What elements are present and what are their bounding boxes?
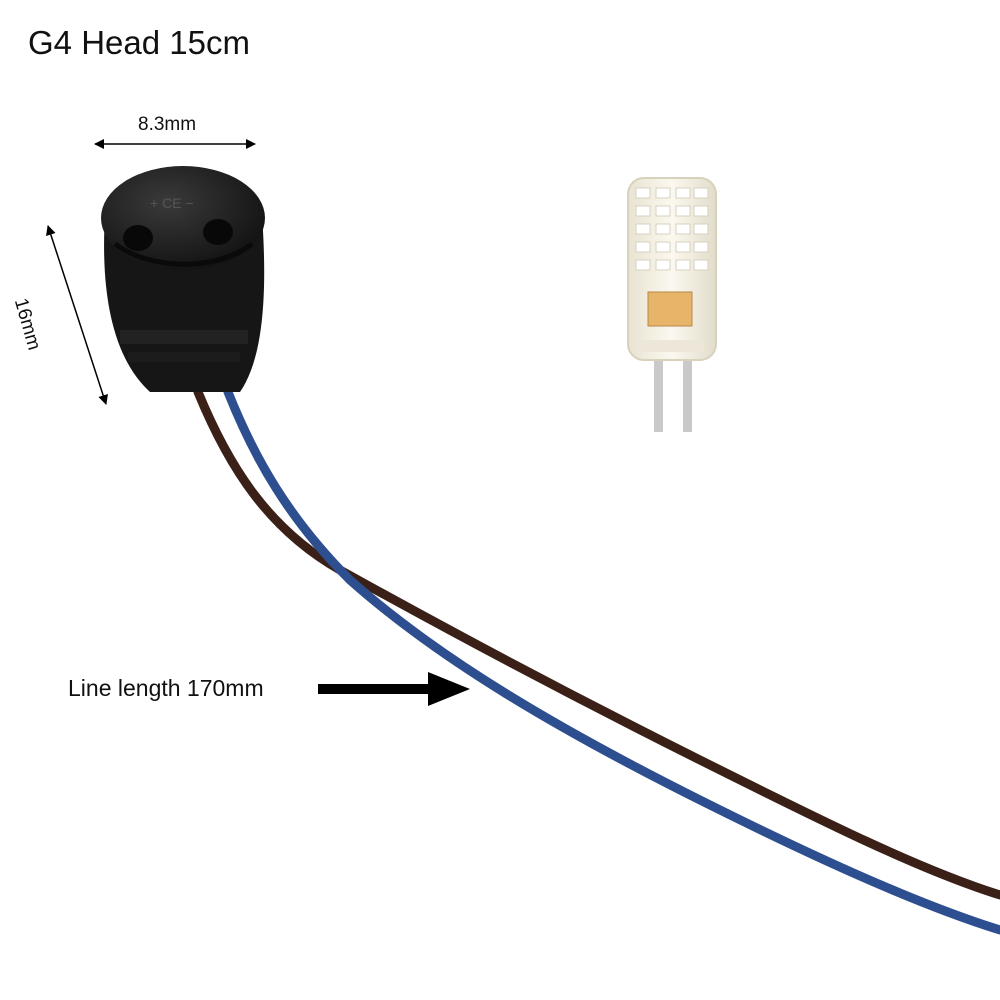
width-dimension-label: 8.3mm (138, 114, 197, 135)
g4-socket: + CE − (101, 166, 265, 392)
g4-led-bulb (627, 177, 717, 432)
line-length-arrow (318, 672, 470, 706)
page-title: G4 Head 15cm (28, 24, 250, 61)
brown-wire (193, 387, 1000, 900)
line-length-label: Line length 170mm (68, 675, 264, 701)
svg-text:+ CE −: + CE − (150, 195, 194, 211)
height-dimension-arrow (46, 225, 108, 405)
blue-wire (223, 387, 1000, 935)
